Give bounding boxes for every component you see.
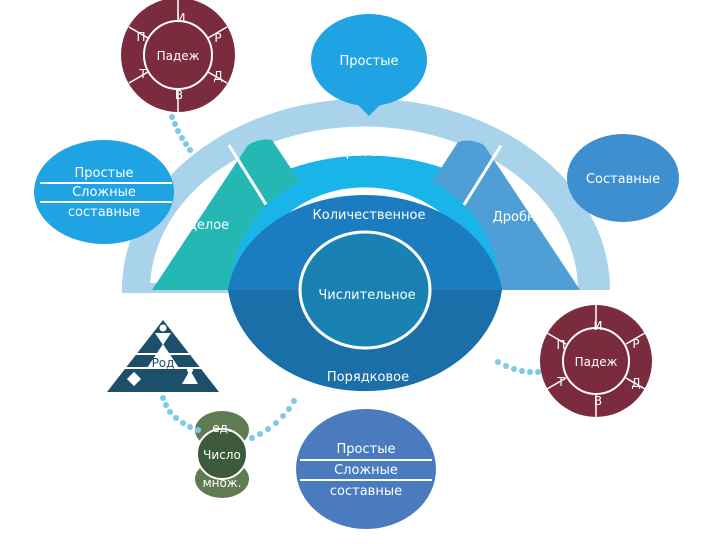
case-letter: В <box>175 88 183 102</box>
outer-arc <box>122 98 610 290</box>
case-letter: Р <box>632 337 639 351</box>
left-bubble-line-2: Сложные <box>72 185 136 200</box>
right-bubble <box>567 134 679 222</box>
dotted-connector-wheel-to-arc <box>169 114 193 153</box>
left-sector-label: Целое <box>187 218 229 233</box>
middle-ring-label: Количественное <box>313 208 426 223</box>
case-wheel-right: Падеж И Р Д В Т П <box>540 305 652 417</box>
case-wheel-top: Падеж И Р Д В Т П <box>121 0 235 112</box>
case-letter: Т <box>556 375 565 389</box>
bottom-bubble-line-1: Простые <box>337 442 396 457</box>
bottom-sector-label: Порядковое <box>327 370 409 385</box>
number-group: ед. Число множ. <box>195 411 249 498</box>
bottom-bubble <box>296 409 436 529</box>
case-wheel-center: Падеж <box>157 49 200 63</box>
top-bubble-label: Простые <box>340 54 399 69</box>
number-singular: ед. <box>212 421 232 435</box>
left-bubble-line-1: Простые <box>75 166 134 181</box>
left-bubble <box>34 140 174 244</box>
case-letter: П <box>556 338 565 352</box>
right-bubble-label: Составные <box>586 172 660 187</box>
core-label: Числительное <box>318 288 415 303</box>
case-wheel-center: Падеж <box>575 355 618 369</box>
left-sector <box>152 139 300 290</box>
top-bubble-tail <box>355 102 383 116</box>
top-band-label: Собирательное <box>312 145 418 160</box>
case-letter: Т <box>138 67 147 81</box>
core-circle <box>298 230 432 350</box>
dotted-connector-bottom-to-wheel <box>495 359 541 375</box>
case-letter: Р <box>214 31 221 45</box>
case-letter: В <box>594 394 602 408</box>
top-bubble <box>311 14 427 106</box>
gender-icon-diamond <box>126 371 142 387</box>
case-letter: Д <box>631 376 640 390</box>
gender-triangle: Род <box>107 320 219 392</box>
left-bubble-line-3: составные <box>68 205 140 220</box>
gender-icon-right-dot <box>187 367 193 373</box>
band-divider-left <box>227 144 268 206</box>
right-sector-label: Дробное <box>493 210 552 225</box>
right-sector <box>432 140 580 290</box>
number-center: Число <box>203 448 241 462</box>
case-letter: И <box>594 319 603 333</box>
dotted-connector-number-to-bottom <box>249 398 297 441</box>
gender-icon-right <box>182 370 198 384</box>
case-letter: И <box>177 11 186 25</box>
gender-icon-top <box>155 333 171 345</box>
gender-icon-top-dot <box>159 324 167 332</box>
gender-label: Род <box>152 356 175 370</box>
bottom-bubble-line-2: Сложные <box>334 463 398 478</box>
number-plural: множ. <box>203 476 242 490</box>
bottom-bubble-line-3: составные <box>330 484 402 499</box>
case-letter: Д <box>213 69 222 83</box>
band-divider-right <box>462 144 503 206</box>
dotted-connector-triangle-to-number <box>160 395 201 433</box>
case-letter: П <box>136 30 145 44</box>
